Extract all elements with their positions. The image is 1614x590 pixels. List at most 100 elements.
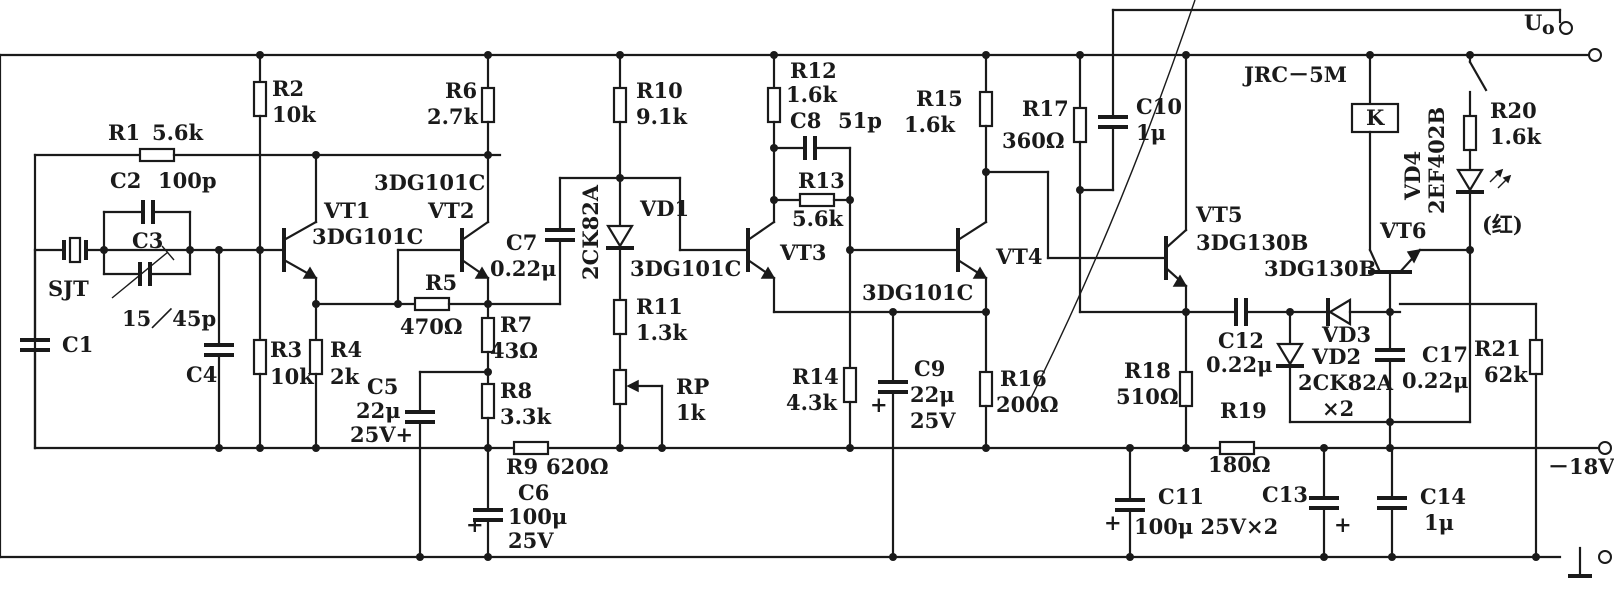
- value-rp: 1k: [676, 400, 706, 425]
- capacitor-c17: [1375, 348, 1405, 362]
- capacitor-c11: [1115, 498, 1145, 512]
- relay-coil-k: [1350, 102, 1400, 134]
- label-c11: C11: [1158, 484, 1204, 509]
- value-c9-volt: 25V: [910, 408, 956, 433]
- resistor-r14: [842, 366, 858, 404]
- label-r4: R4: [330, 337, 362, 362]
- resistor-r16: [978, 370, 994, 408]
- resistor-r19: [1218, 440, 1256, 456]
- value-r5: 470Ω: [400, 314, 463, 339]
- value-r13: 5.6k: [792, 206, 844, 231]
- resistor-r1: [138, 147, 176, 163]
- label-u-sub: o: [1542, 17, 1555, 39]
- resistor-r20: [1462, 114, 1478, 152]
- led-vd4: [1456, 168, 1512, 194]
- label-c13: C13: [1262, 482, 1308, 507]
- label-c8: C8: [790, 108, 821, 133]
- transistor-vt4: [956, 220, 988, 280]
- plus-c6: +: [466, 512, 484, 537]
- label-r18: R18: [1124, 358, 1171, 383]
- label-vd1: VD1: [639, 196, 689, 221]
- value-c14: 1μ: [1424, 510, 1454, 535]
- resistor-r12: [766, 86, 782, 124]
- resistor-r3: [252, 338, 268, 376]
- label-k: K: [1366, 105, 1385, 130]
- label-r12: R12: [790, 58, 837, 83]
- label-vd2: VD2: [1311, 344, 1361, 369]
- diode-vd2: [1276, 342, 1304, 368]
- label-c10: C10: [1136, 94, 1182, 119]
- label-r15: R15: [916, 86, 963, 111]
- value-r4: 2k: [330, 364, 360, 389]
- capacitor-c13: [1309, 496, 1339, 510]
- value-r16: 200Ω: [996, 392, 1059, 417]
- value-r2: 10k: [272, 102, 316, 127]
- terminal-ground: [1598, 550, 1612, 564]
- type-vd2: 2CK82A: [1298, 370, 1394, 395]
- label-r19: R19: [1220, 398, 1267, 423]
- value-c2: 100p: [158, 168, 217, 193]
- capacitor-c8: [803, 136, 817, 160]
- resistor-r17: [1072, 106, 1088, 144]
- resistor-r5: [413, 296, 451, 312]
- count-vd2: ×2: [1322, 396, 1354, 421]
- resistor-r6: [480, 86, 496, 124]
- label-u: U: [1524, 10, 1542, 35]
- value-r1: 5.6k: [152, 120, 204, 145]
- label-c14: C14: [1420, 484, 1466, 509]
- label-r17: R17: [1022, 96, 1069, 121]
- label-c4: C4: [186, 362, 217, 387]
- value-r12: 1.6k: [786, 82, 838, 107]
- type-vt4: 3DG101C: [862, 280, 973, 305]
- diode-vd1: [606, 224, 634, 250]
- label-vd4: VD4: [1400, 151, 1425, 201]
- value-c6-cap: 100μ: [508, 504, 567, 529]
- label-vd3: VD3: [1321, 322, 1371, 347]
- label-c7: C7: [506, 230, 537, 255]
- label-c12: C12: [1218, 328, 1264, 353]
- label-c6: C6: [518, 480, 549, 505]
- label-vt2: VT2: [427, 198, 475, 223]
- stray-line: [1029, 0, 1196, 401]
- value-c11: 100μ 25V×2: [1134, 514, 1278, 539]
- capacitor-c4: [204, 343, 234, 357]
- label-r10: R10: [636, 78, 683, 103]
- label-jrc: JRC－5M: [1242, 62, 1347, 87]
- resistor-r8: [480, 382, 496, 420]
- capacitor-c12: [1234, 298, 1248, 326]
- value-r19: 180Ω: [1208, 452, 1271, 477]
- type-vt2: 3DG101C: [374, 170, 485, 195]
- label-r6: R6: [445, 78, 477, 103]
- label-vt4: VT4: [995, 244, 1043, 269]
- label-r9: R9: [506, 454, 538, 479]
- transistor-vt3: [746, 220, 776, 280]
- capacitor-c5: [405, 410, 435, 424]
- transistor-vt1: [258, 220, 318, 280]
- value-r14: 4.3k: [786, 390, 838, 415]
- resistor-r21: [1528, 338, 1544, 376]
- label-vt6: VT6: [1379, 218, 1427, 243]
- label-r8: R8: [500, 378, 532, 403]
- value-r20: 1.6k: [1490, 124, 1542, 149]
- label-vt1: VT1: [323, 198, 371, 223]
- resistor-r2: [252, 80, 268, 118]
- plus-c13: +: [1334, 512, 1352, 537]
- value-r6: 2.7k: [427, 104, 479, 129]
- terminal-minus18: [1598, 441, 1612, 455]
- value-c10: 1μ: [1136, 120, 1166, 145]
- label-r14: R14: [792, 364, 839, 389]
- label-r16: R16: [1000, 366, 1047, 391]
- label-r5: R5: [425, 270, 457, 295]
- label-c3: C3: [132, 228, 163, 253]
- label-rp: RP: [676, 374, 709, 399]
- label-c17: C17: [1422, 342, 1468, 367]
- capacitor-c2: [141, 200, 155, 224]
- value-c6-volt: 25V: [508, 528, 554, 553]
- type-vd4: 2EF402B: [1424, 107, 1449, 214]
- label-sjt: SJT: [48, 276, 89, 301]
- capacitor-c10: [1098, 115, 1128, 129]
- capacitor-c7: [545, 228, 575, 242]
- plus-c9: +: [870, 392, 888, 417]
- value-c12: 0.22μ: [1206, 352, 1273, 377]
